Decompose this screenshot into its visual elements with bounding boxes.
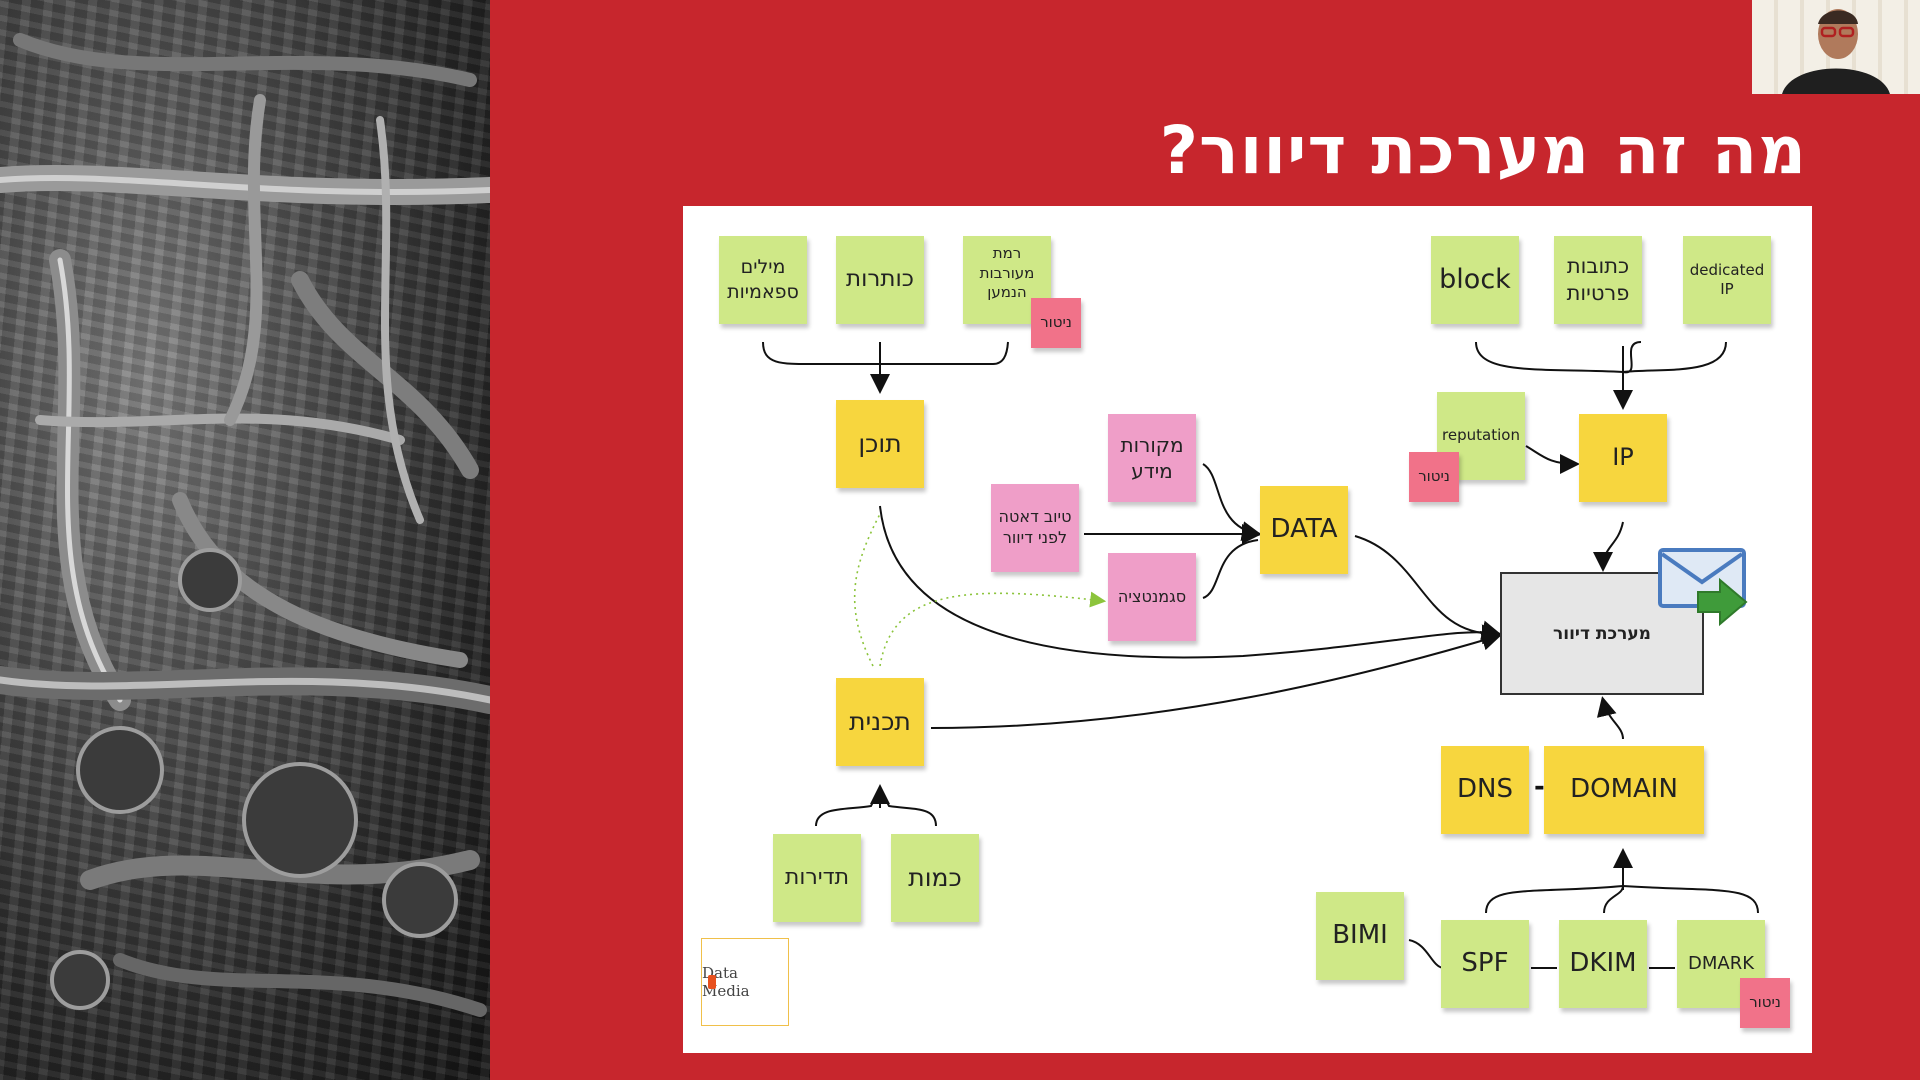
- note-bimi: BIMI: [1316, 892, 1404, 980]
- mail-send-icon: [1658, 548, 1748, 627]
- note-dkim: DKIM: [1559, 920, 1647, 1008]
- note-plan-hub: תכנית: [836, 678, 924, 766]
- note-data-cleaning: טיוב דאטה לפני דיוור: [991, 484, 1079, 572]
- note-content-hub: תוכן: [836, 400, 924, 488]
- note-ip-hub: IP: [1579, 414, 1667, 502]
- note-info-sources: מקורות מידע: [1108, 414, 1196, 502]
- presenter-avatar: [1782, 9, 1890, 94]
- note-block: block: [1431, 236, 1519, 324]
- tag-reputation-monitor: ניטור: [1409, 452, 1459, 502]
- engine-photo: [0, 0, 490, 1080]
- data-media-logo: Data Media: [701, 938, 789, 1026]
- diagram-connectors: [762, 341, 1759, 969]
- note-dns: DNS: [1441, 746, 1529, 834]
- note-dedicated-ip: dedicated IP: [1683, 236, 1771, 324]
- engine-pipes-graphic: [0, 33, 490, 1017]
- note-spf: SPF: [1441, 920, 1529, 1008]
- diagram-board: מילים ספאמיות כותרות רמת מעורבות הנמען נ…: [683, 206, 1812, 1053]
- note-quantity: כמות: [891, 834, 979, 922]
- note-reputation: reputation: [1437, 392, 1525, 480]
- slide-title: מה זה מערכת דיוור?: [1159, 112, 1807, 189]
- dns-domain-dash: -: [1534, 772, 1545, 802]
- note-frequency: תדירות: [773, 834, 861, 922]
- tag-engagement-monitor: ניטור: [1031, 298, 1081, 348]
- note-segmentation: סגמנטציה: [1108, 553, 1196, 641]
- note-spam-words: מילים ספאמיות: [719, 236, 807, 324]
- note-data-hub: DATA: [1260, 486, 1348, 574]
- note-engagement-level: רמת מעורבות הנמען: [963, 236, 1051, 324]
- logo-mark-icon: [708, 975, 716, 989]
- note-domain: DOMAIN: [1544, 746, 1704, 834]
- tag-dmark-monitor: ניטור: [1740, 978, 1790, 1028]
- note-subjects: כותרות: [836, 236, 924, 324]
- note-private-addresses: כתובות פרטיות: [1554, 236, 1642, 324]
- presenter-webcam: [1752, 0, 1920, 94]
